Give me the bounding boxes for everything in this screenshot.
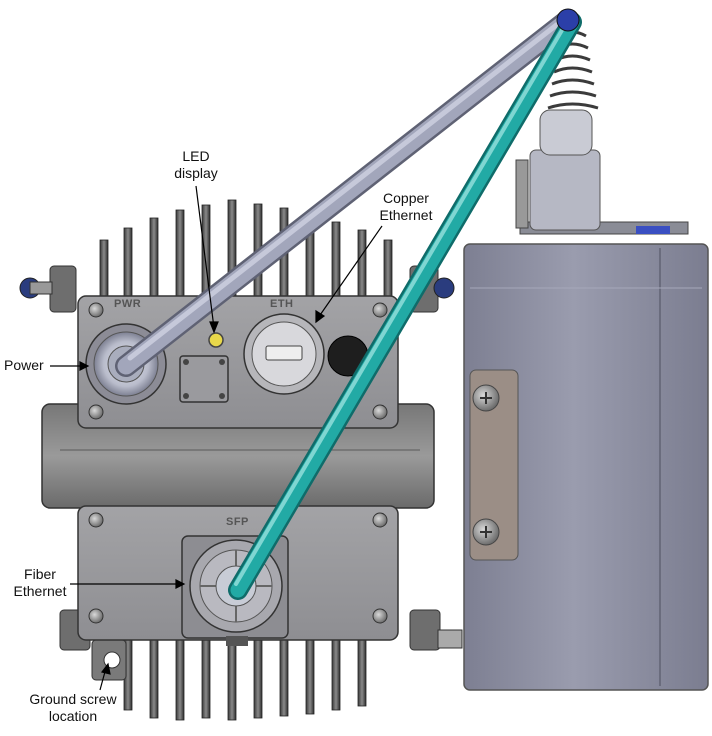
eth-label: ETH — [270, 298, 294, 310]
ethernet-connector — [243, 313, 325, 395]
fiber-callout-line1: Fiber — [24, 566, 56, 582]
cable-end-cap — [556, 8, 580, 32]
ground-callout-line2: location — [48, 708, 98, 724]
fiber-callout-line2: Ethernet — [13, 583, 67, 599]
fiber-ethernet-callout: Fiber Ethernet — [4, 566, 76, 600]
ground-callout-line1: Ground screw — [29, 691, 117, 707]
led-callout-line2: display — [174, 165, 218, 181]
callout-leaders — [50, 185, 383, 691]
power-cable — [115, 9, 579, 377]
copper-callout-line1: Copper — [383, 190, 429, 206]
square-port — [179, 355, 229, 403]
side-enclosure — [463, 243, 709, 691]
copper-ethernet-callout: Copper Ethernet — [366, 190, 446, 224]
sfp-label: SFP — [226, 516, 249, 528]
cable-gland-assembly — [469, 30, 689, 561]
copper-callout-line2: Ethernet — [379, 207, 433, 223]
heatsink-fins-bottom — [123, 629, 367, 721]
led-indicator — [208, 332, 224, 348]
led-callout-line1: LED — [182, 148, 210, 164]
panel-screws — [88, 302, 388, 624]
ground-screw-callout: Ground screw location — [18, 691, 128, 725]
power-callout: Power — [4, 357, 54, 374]
heatsink-fins-top — [99, 199, 393, 301]
fiber-cable — [228, 12, 582, 600]
led-display-callout: LED display — [158, 148, 234, 182]
power-callout-line: Power — [4, 357, 44, 373]
pwr-label: PWR — [114, 298, 142, 310]
